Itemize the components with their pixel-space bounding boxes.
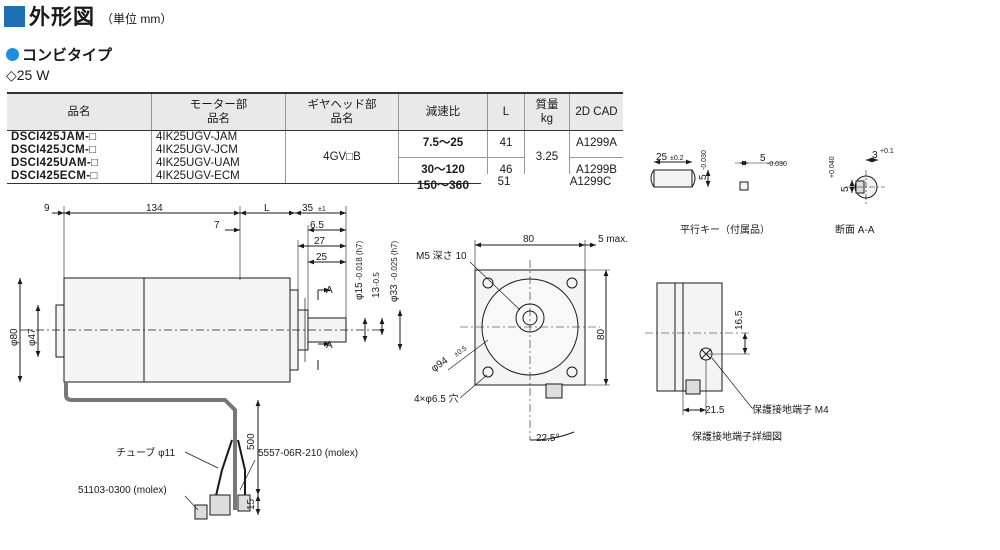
tube-label: チューブ φ11 xyxy=(116,446,175,459)
section-aa-view xyxy=(845,157,885,205)
section-heading: コンビタイプ xyxy=(6,44,112,65)
power-label: ◇25 W xyxy=(6,67,50,83)
connector-label-1: 5557-06R-210 (molex) xyxy=(258,448,358,459)
table-row: DSCI425ECM-□ 4IK25UGV-ECM xyxy=(7,170,623,184)
motor-cell: 4IK25UGV-JAM xyxy=(151,130,286,144)
cad-cell: A1299A xyxy=(569,130,623,158)
section-a-bottom: A xyxy=(326,340,333,351)
spec-table: 品名 モーター部 品名 ギヤヘッド部 品名 減速比 L 質量 kg 2D CAD… xyxy=(7,92,623,184)
key-dim-5-width-tol: -0.030 xyxy=(767,161,787,168)
unit-note: （単位 mm） xyxy=(101,12,173,26)
motor-cell: 4IK25UGV-JCM xyxy=(151,144,286,157)
key-dim-5-tol: -0.030 xyxy=(701,150,708,170)
ratio-cell: 30～120 xyxy=(398,157,488,184)
ground-terminal-label: 保護接地端子 M4 xyxy=(752,403,829,416)
sec-dim-3-tol: +0.1 xyxy=(880,148,894,155)
model-cell: DSCI425JAM-□ xyxy=(11,131,97,143)
sec-dim-3: 3 xyxy=(872,150,878,161)
front-dim-80: 80 xyxy=(523,234,535,245)
dim-phi33: φ33 xyxy=(389,284,400,302)
dim-35-tol: ±1 xyxy=(318,206,326,213)
model-cell: DSCI425UAM-□ xyxy=(11,157,99,169)
model-cell: DSCI425JCM-□ xyxy=(11,144,97,156)
model-cell: DSCI425ECM-□ xyxy=(7,170,152,184)
m5-label: M5 深さ 10 xyxy=(416,250,467,262)
connector-label-2: 51103-0300 (molex) xyxy=(78,485,167,496)
dim-13-tol: -0.5 xyxy=(372,272,381,286)
table-row: DSCI425JCM-□ 4IK25UGV-JCM xyxy=(7,144,623,157)
dim-phi15-tol: -0.018 (h7) xyxy=(355,241,364,280)
dim-phi47: φ47 xyxy=(27,328,38,346)
front-side-80: 80 xyxy=(596,328,607,340)
dim-15: 15 xyxy=(246,498,257,510)
section-a-top: A xyxy=(326,285,333,296)
dim-phi80: φ80 xyxy=(9,328,20,346)
col-header-L: L xyxy=(487,92,525,131)
col-header-mass: 質量 kg xyxy=(524,92,570,131)
section-caption: 断面 A-A xyxy=(835,223,875,236)
dim-16-5: 16.5 xyxy=(734,310,745,330)
angle-label: 22.5° xyxy=(536,433,559,444)
motor-front-view xyxy=(447,240,610,441)
dim-27: 27 xyxy=(314,236,326,247)
sec-dim-5-tol: +0.040 xyxy=(829,156,836,178)
col-header-model: 品名 xyxy=(7,92,152,131)
key-dim-5-width: 5 xyxy=(760,153,766,164)
dim-21-5: 21.5 xyxy=(705,405,725,416)
dim-35: 35 xyxy=(302,203,314,214)
dim-500: 500 xyxy=(246,433,257,450)
dim-7: 7 xyxy=(214,220,220,231)
table-row: DSCI425JAM-□ 4IK25UGV-JAM 4GV□B 7.5～25 4… xyxy=(7,130,623,184)
key-dim-5: 5 xyxy=(698,174,709,180)
bullet-dot-icon xyxy=(6,48,19,61)
dim-25: 25 xyxy=(316,252,328,263)
dim-phi15: φ15 xyxy=(354,282,365,300)
ratio-cell: 150～360 xyxy=(416,178,470,192)
key-caption: 平行キー（付属品） xyxy=(680,223,770,236)
holes-label: 4×φ6.5 穴 xyxy=(414,392,459,405)
col-header-motor: モーター部 品名 xyxy=(151,92,286,131)
front-dim-5max: 5 max. xyxy=(598,234,628,245)
dim-134: 134 xyxy=(146,203,163,214)
col-header-ratio: 減速比 xyxy=(398,92,488,131)
dim-6-5: 6.5 xyxy=(310,220,324,231)
col-header-cad: 2D CAD xyxy=(569,92,623,131)
key-dim-25: 25 xyxy=(656,152,668,163)
motor-side-view xyxy=(17,206,403,520)
section-title: コンビタイプ xyxy=(22,47,113,64)
table-header-row: 品名 モーター部 品名 ギヤヘッド部 品名 減速比 L 質量 kg 2D CAD xyxy=(7,92,623,131)
dim-phi33-tol: -0.025 (h7) xyxy=(390,241,399,280)
gearhead-cell: 4GV□B xyxy=(285,130,399,184)
key-drawing xyxy=(650,159,785,191)
cad-cell: A1299C xyxy=(569,176,612,188)
dim-13: 13 xyxy=(371,286,382,298)
page-header: 外形図 （単位 mm） xyxy=(4,4,173,29)
ratio-cell: 7.5～25 xyxy=(398,130,488,158)
motor-cell: 4IK25UGV-ECM xyxy=(151,170,286,184)
key-dim-25-tol: ±0.2 xyxy=(670,155,684,162)
dim-L: L xyxy=(264,203,270,214)
col-header-gearhead: ギヤヘッド部 品名 xyxy=(285,92,399,131)
motor-cell: 4IK25UGV-UAM xyxy=(151,157,286,170)
dim-9: 9 xyxy=(44,203,50,214)
page-title: 外形図 xyxy=(29,6,95,29)
L-cell: 41 xyxy=(487,130,525,158)
L-cell: 51 xyxy=(497,176,511,188)
ground-detail-view xyxy=(645,282,753,415)
sec-dim-5: 5 xyxy=(840,186,851,192)
dim-phi94: φ94 xyxy=(429,355,450,374)
ground-detail-caption: 保護接地端子詳細図 xyxy=(692,430,782,443)
header-square-icon xyxy=(4,5,25,27)
